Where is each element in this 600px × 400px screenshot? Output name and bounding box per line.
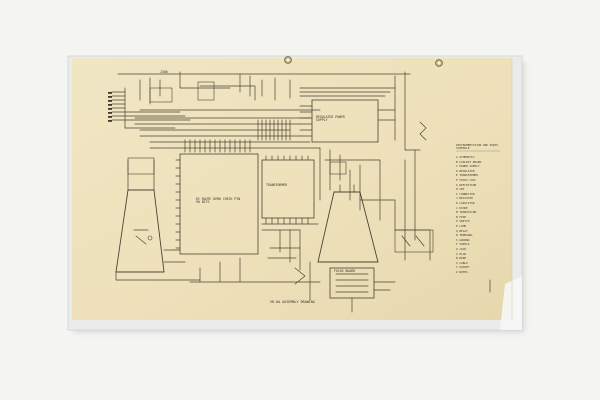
- legend-item: N FUSE: [456, 214, 467, 219]
- top-component-label: J300: [160, 70, 168, 74]
- legend-item: Q RELAY: [456, 228, 468, 233]
- eyelet-right-icon: [435, 59, 443, 67]
- legend-item: B CIRCUIT BOARD: [456, 159, 482, 164]
- legend-item: W WIRE: [456, 256, 467, 261]
- lower-right-box-label: FOCUS BOARD: [334, 269, 356, 273]
- legend-item: D REGULATOR: [456, 168, 475, 173]
- legend-item: Y SOCKET: [456, 265, 470, 270]
- legend-item: A SCHEMATIC: [456, 155, 475, 159]
- legend-item: U JACK: [456, 247, 467, 251]
- legend-item: I CONNECTOR: [456, 191, 475, 196]
- connector-pins-icon: [108, 92, 112, 122]
- legend-item: V PLUG: [456, 251, 467, 256]
- legend-item: O SWITCH: [456, 219, 470, 224]
- legend-item: C POWER SUPPLY: [456, 164, 480, 169]
- legend-item: X CABLE: [456, 260, 468, 265]
- legend-title: INSTRUMENTATION AND PARTS SCHEDULE: [456, 143, 499, 150]
- legend-item: T SHIELD: [456, 242, 470, 247]
- eyelet-left-icon: [284, 56, 292, 64]
- legend-item: F FOCUS COIL: [456, 178, 477, 182]
- legend-item: S GROUND: [456, 237, 470, 242]
- schematic-wiring: [111, 71, 491, 313]
- legend-item: G DEFLECTION: [456, 182, 477, 187]
- bottom-caption: VR-6A ASSEMBLY DRAWING: [270, 300, 315, 304]
- legend-item: J RESISTOR: [456, 196, 473, 201]
- legend-item: E TRANSFORMER: [456, 173, 478, 178]
- legend-item: Z NOTES: [456, 270, 468, 274]
- center-chip-label: TRANSFORMER: [266, 183, 288, 187]
- schematic-sheet: [72, 58, 512, 320]
- legend-item: M TRANSISTOR: [456, 210, 477, 215]
- legend-item: R TERMINAL: [456, 233, 473, 238]
- upper-right-box-label: REGULATED POWER SUPPLY: [316, 115, 345, 123]
- legend-item: L DIODE: [456, 205, 468, 210]
- legend-item: H CRT: [456, 187, 465, 192]
- legend-item: P LAMP: [456, 224, 467, 228]
- left-chip-label: RC ROUTE DEMO CHECK PIN 90 BITS: [196, 197, 241, 205]
- legend-item: K CAPACITOR: [456, 201, 475, 205]
